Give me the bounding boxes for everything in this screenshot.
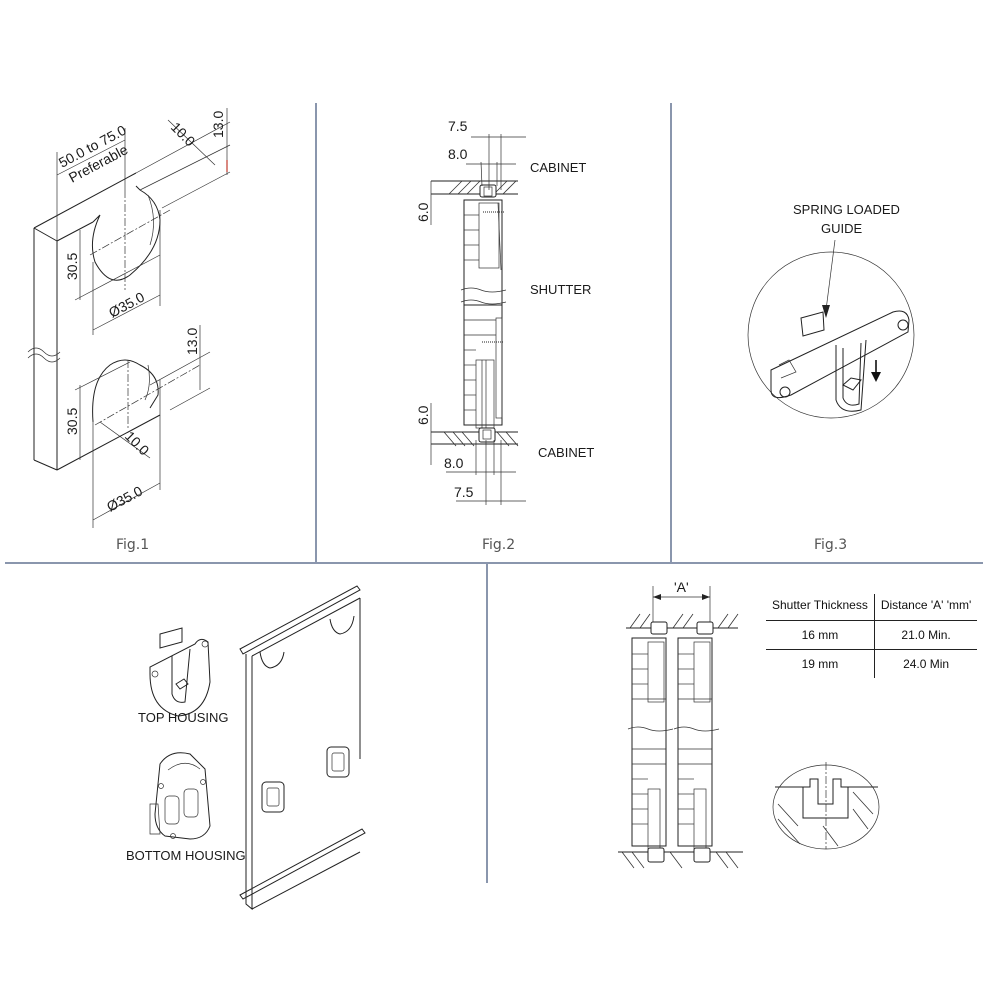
bottom-shutter-section — [431, 299, 519, 447]
cell-thickness: 16 mm — [766, 620, 875, 650]
bottom-cabinet-hatch — [618, 847, 743, 869]
top-dimension-lines: 50.0 to 75.0 Preferable 10.0 13.0 30.5 Ø… — [56, 108, 231, 335]
callout-line2: GUIDE — [821, 221, 863, 236]
dim-height-bottom: 30.5 — [64, 408, 80, 435]
dim-offset-bottom: 13.0 — [184, 328, 200, 355]
callout-line1: SPRING LOADED — [793, 202, 900, 217]
shutter-assembly-illustration — [239, 585, 366, 911]
spacing-table: Shutter Thickness Distance 'A' 'mm' 16 m… — [766, 594, 978, 678]
dim-diameter-bottom: Ø35.0 — [104, 483, 145, 515]
fig2-drawing: 7.5 8.0 6.0 — [415, 118, 594, 505]
fig2-caption: Fig.2 — [482, 537, 516, 553]
bottom-housing-illustration — [149, 752, 211, 840]
dim-bottom-inner: 8.0 — [444, 455, 464, 471]
shutter-left — [627, 637, 674, 850]
callout-leader — [825, 239, 836, 311]
dim-a-label: 'A' — [674, 579, 689, 595]
dim-top-outer: 7.5 — [448, 118, 468, 134]
top-cabinet-hatch — [626, 613, 739, 635]
detail-circle — [747, 251, 915, 419]
table-header-row: Shutter Thickness Distance 'A' 'mm' — [766, 594, 977, 621]
track-detail-circle — [772, 762, 880, 850]
cell-distance: 24.0 Min — [874, 649, 978, 678]
fig3-drawing: SPRING LOADED GUIDE — [747, 202, 915, 419]
header-shutter-thickness: Shutter Thickness — [766, 594, 875, 621]
bottom-bore-hole — [92, 359, 201, 528]
label-bottom-housing: BOTTOM HOUSING — [126, 848, 246, 863]
cell-thickness: 19 mm — [766, 649, 875, 678]
fig3-caption: Fig.3 — [814, 537, 848, 553]
shutter-right — [673, 637, 720, 850]
label-shutter: SHUTTER — [530, 282, 591, 297]
fig2-panel: 7.5 8.0 6.0 — [316, 0, 670, 562]
label-cabinet-bottom: CABINET — [538, 445, 594, 460]
dim-top-gap: 6.0 — [415, 202, 431, 222]
housing-drawing: TOP HOUSING BOTTOM HOUSING — [126, 585, 366, 911]
divider-horizontal — [5, 562, 983, 564]
top-bore-hole — [89, 185, 171, 306]
dim-top-inner: 8.0 — [448, 146, 468, 162]
dim-diameter-top: Ø35.0 — [106, 289, 147, 321]
top-cabinet-section — [431, 180, 518, 306]
fig1-panel: 50.0 to 75.0 Preferable 10.0 13.0 30.5 Ø… — [0, 0, 315, 562]
bottom-dimension-lines: 13.0 30.5 10.0 Ø35.0 — [64, 325, 211, 521]
divider-vertical-2 — [670, 103, 672, 562]
dimension-a: 'A' — [652, 579, 711, 622]
table-row: 16 mm 21.0 Min. — [766, 620, 978, 650]
spring-guide-housing-illustration — [770, 310, 910, 412]
top-housing-illustration — [149, 627, 211, 717]
bottom-dimensions: 6.0 8.0 7.5 — [415, 403, 526, 505]
spacing-panel: 'A' — [488, 564, 1000, 1000]
dim-height-top: 30.5 — [64, 253, 80, 280]
fig1-caption: Fig.1 — [116, 537, 150, 553]
label-cabinet-top: CABINET — [530, 160, 586, 175]
dim-bottom-outer: 7.5 — [454, 484, 474, 500]
divider-vertical-3 — [486, 563, 488, 883]
door-panel-shape — [27, 172, 161, 471]
dim-bottom-gap: 6.0 — [415, 405, 431, 425]
fig3-panel: SPRING LOADED GUIDE Fig.3 — [671, 0, 1000, 562]
dim-offset-top: 13.0 — [210, 111, 226, 138]
header-distance-a: Distance 'A' 'mm' — [880, 598, 972, 612]
fig1-drawing: 50.0 to 75.0 Preferable 10.0 13.0 30.5 Ø… — [27, 108, 231, 528]
housing-panel: TOP HOUSING BOTTOM HOUSING — [0, 564, 486, 1000]
spacing-drawing: 'A' — [618, 579, 880, 869]
table-row: 19 mm 24.0 Min — [766, 649, 978, 678]
divider-vertical-1 — [315, 103, 317, 562]
cell-distance: 21.0 Min. — [874, 620, 978, 650]
top-dimensions: 7.5 8.0 6.0 — [415, 118, 526, 225]
label-top-housing: TOP HOUSING — [138, 710, 229, 725]
